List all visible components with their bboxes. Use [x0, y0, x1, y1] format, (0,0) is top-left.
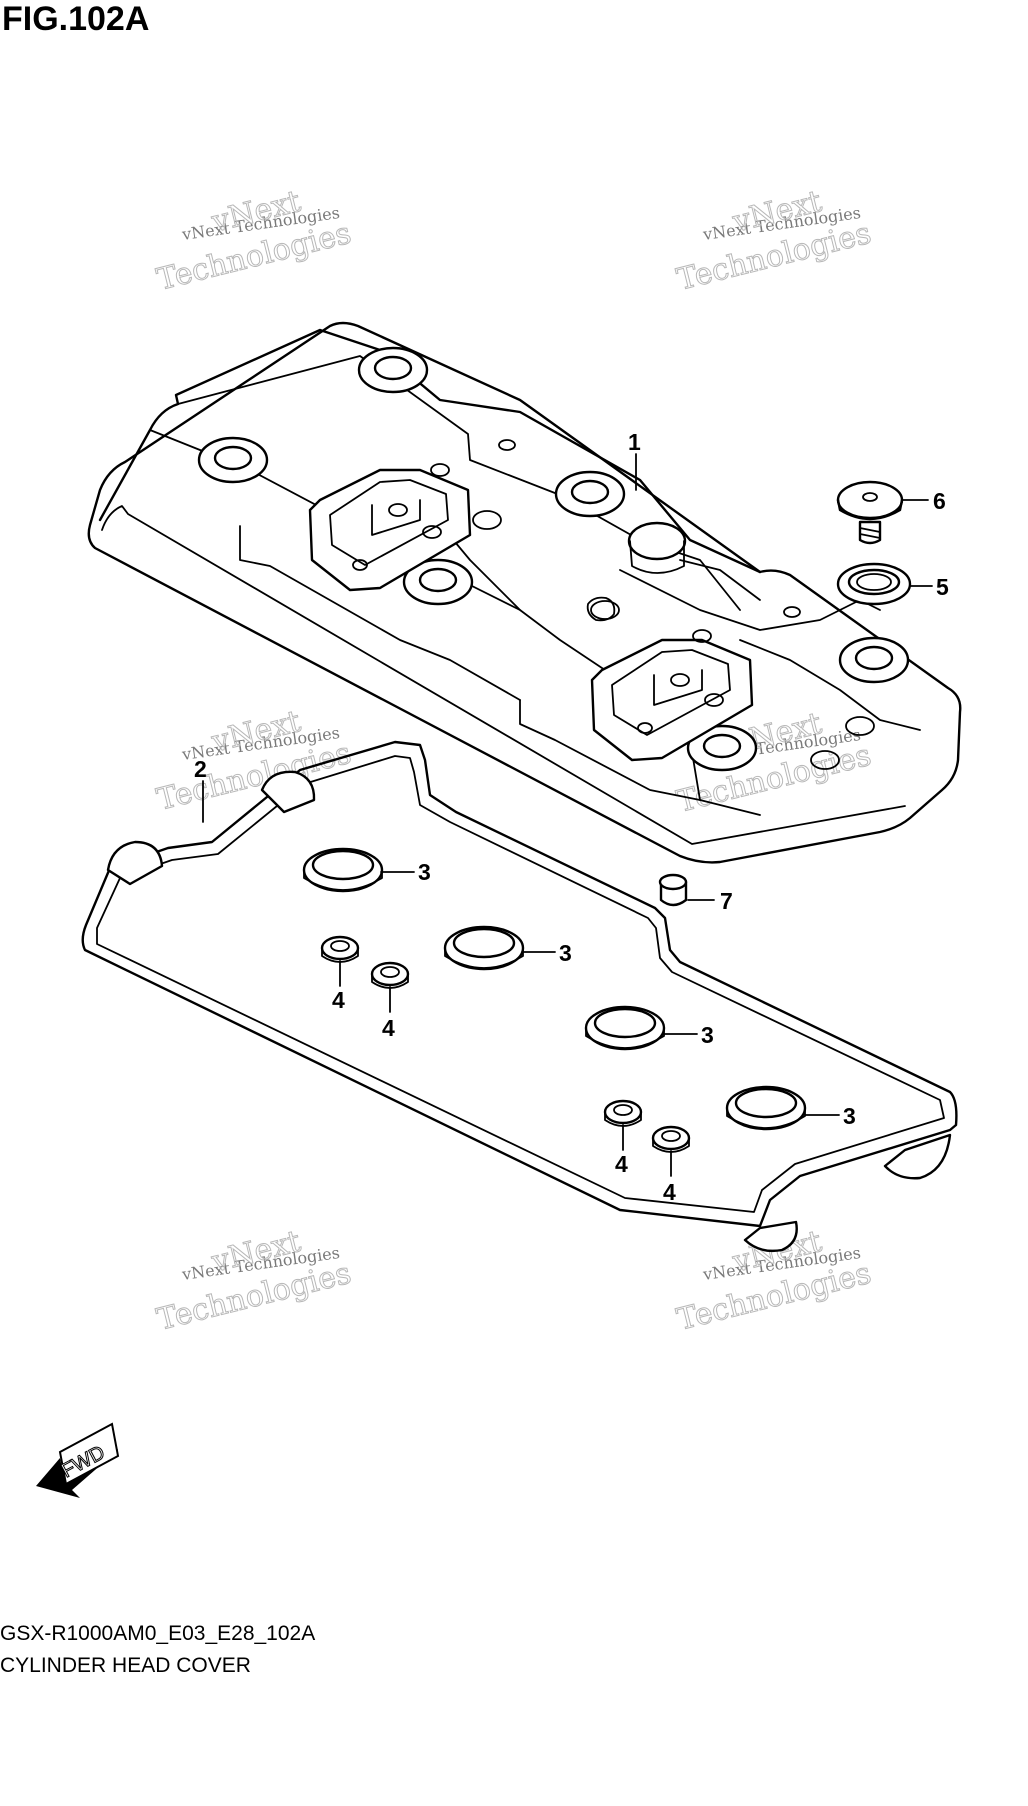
- part-plug-seal-3: [584, 1005, 666, 1051]
- part-cylinder-head-cover: [87, 321, 962, 864]
- part-dowel: [658, 873, 688, 907]
- watermark-top-right: vNext Technologies vNext Technologies: [673, 184, 875, 299]
- part-washer: [836, 562, 912, 606]
- callout-4b: 4: [382, 1015, 395, 1041]
- fwd-arrow-icon: FWD: [36, 1422, 120, 1498]
- part-plug-seal-2: [443, 925, 525, 971]
- callout-4a: 4: [332, 987, 345, 1013]
- watermark-top-left: vNext Technologies vNext Technologies: [153, 184, 355, 299]
- figure-code: GSX-R1000AM0_E03_E28_102A: [0, 1622, 316, 1645]
- callout-4d: 4: [663, 1179, 676, 1205]
- callout-7: 7: [720, 888, 733, 914]
- callout-3c: 3: [701, 1022, 714, 1048]
- part-grommet-2: [370, 961, 410, 989]
- part-bolt: [836, 480, 904, 545]
- callout-4c: 4: [615, 1151, 628, 1177]
- part-plug-seal-4: [725, 1085, 807, 1131]
- part-gasket: [81, 740, 958, 1253]
- part-plug-seal-1: [302, 847, 384, 893]
- callout-1: 1: [628, 429, 641, 455]
- callout-6: 6: [933, 488, 946, 514]
- watermark-middle-left: vNext Technologies vNext Technologies: [153, 704, 355, 819]
- part-grommet-1: [320, 935, 360, 963]
- watermark-bottom-left: vNext Technologies vNext Technologies: [153, 1224, 355, 1339]
- part-grommet-4: [651, 1125, 691, 1153]
- leader-lines: [202, 453, 933, 1177]
- part-grommet-3: [603, 1099, 643, 1127]
- figure-title: FIG.102A: [2, 0, 150, 38]
- callout-3d: 3: [843, 1103, 856, 1129]
- figure-name: CYLINDER HEAD COVER: [0, 1654, 251, 1677]
- callout-3b: 3: [559, 940, 572, 966]
- callout-3a: 3: [418, 859, 431, 885]
- callout-5: 5: [936, 574, 949, 600]
- callout-2: 2: [194, 756, 207, 782]
